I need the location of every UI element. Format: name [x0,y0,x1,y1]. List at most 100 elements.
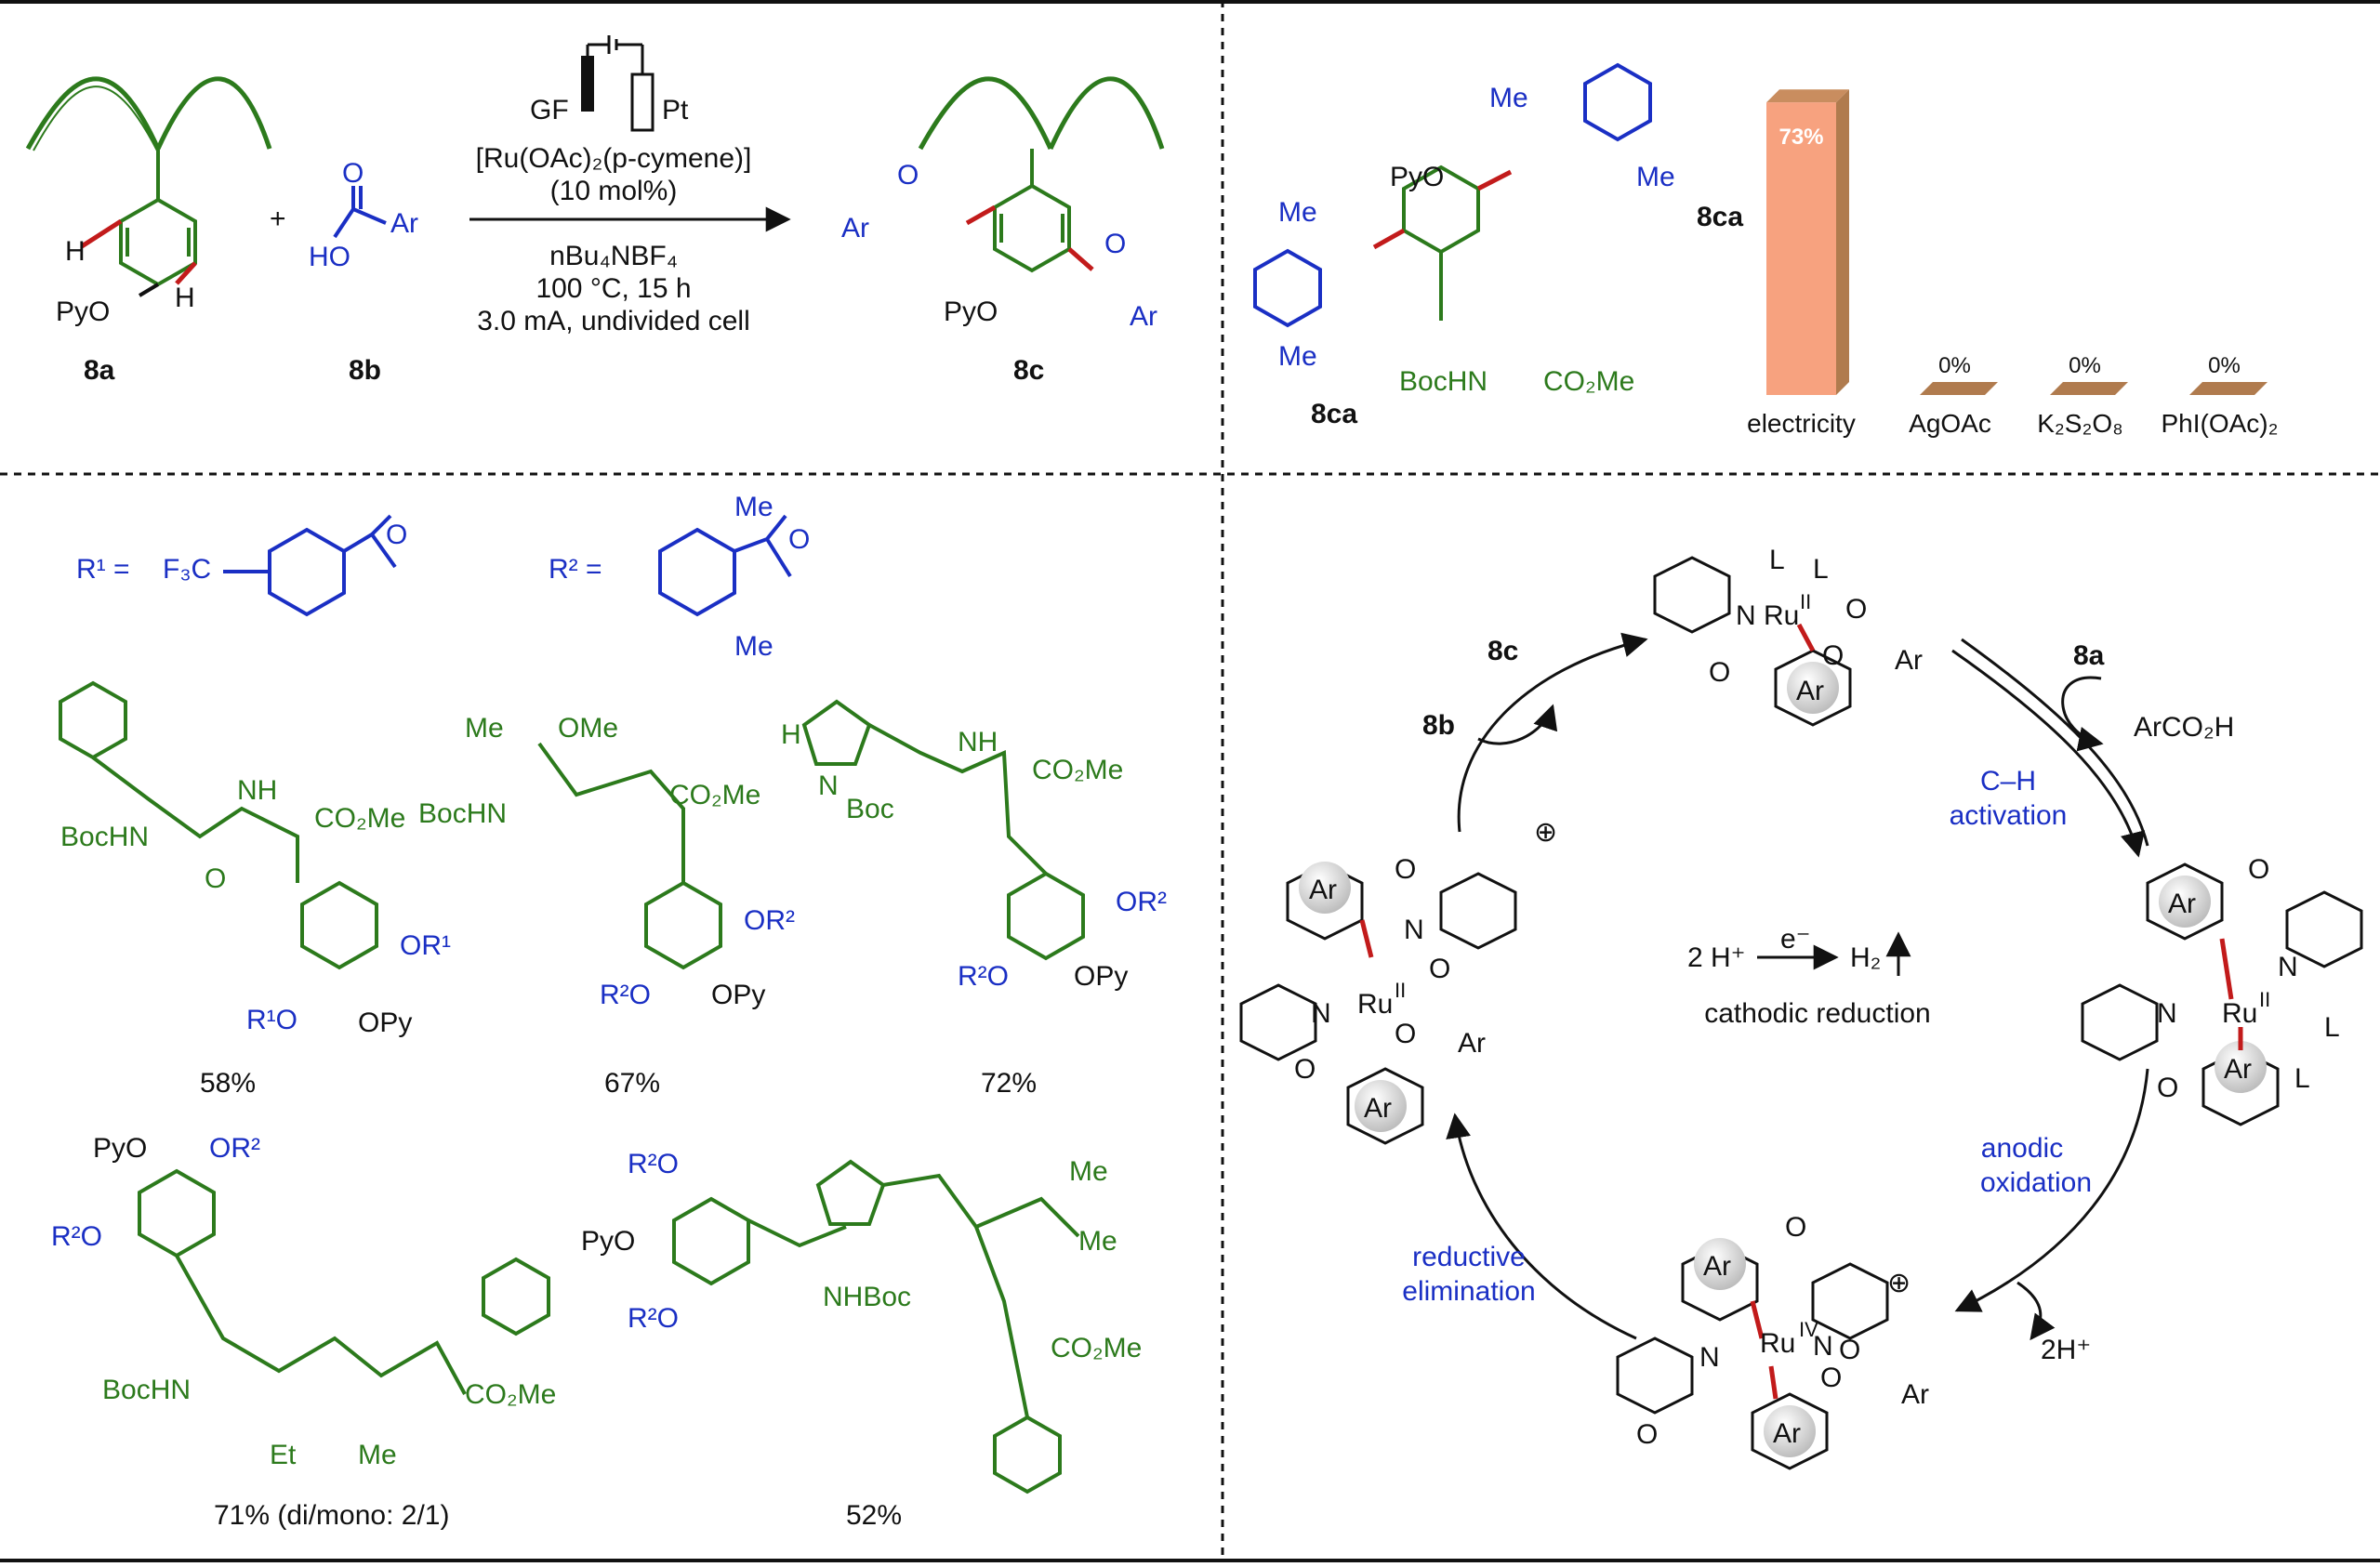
left-n2: N [1311,998,1331,1029]
yield-1: 58% [200,1068,256,1099]
left-ring-ar-1: Ar [1309,875,1337,905]
bottom-ox: IV [1799,1318,1818,1341]
right-ru: Ru [2222,998,2257,1029]
top-o3: O [1709,657,1730,688]
bar-value-label-0: 73% [1778,125,1823,150]
compound-8c: Ar O O Ar PyO 8c [841,76,1165,386]
label-me-4: Me [1278,341,1317,372]
label-reductive: reductive [1412,1242,1526,1272]
label-me-3: Me [1278,197,1317,228]
yield-3: 72% [981,1068,1037,1099]
right-ox: II [2259,988,2270,1011]
bar-1 [1920,382,1998,395]
label-me-2: Me [1636,162,1675,192]
label-pyo: PyO [56,296,110,327]
bottom-ar: Ar [1901,1379,1929,1410]
label-elimination: elimination [1402,1276,1535,1307]
top-ru: Ru [1764,600,1799,631]
c5-nhboc: NHBoc [823,1282,911,1312]
c5-r2o-bottom: R²O [628,1303,679,1334]
compound-8ca: Me Me Me Me PyO BocHN CO₂Me 8ca [1253,62,1675,429]
center-cathodic: cathodic reduction [1704,998,1931,1029]
c3-r2o: R²O [958,961,1009,992]
c2-me: Me [465,713,504,744]
bottom-o4: O [1636,1419,1658,1450]
bar-value-label-1: 0% [1938,353,1971,378]
label-ar-8c-left: Ar [841,213,869,244]
yield-2: 67% [604,1068,660,1099]
label-h-left: H [65,236,86,267]
electrode-gf: GF [530,95,569,125]
c4-me: Me [358,1440,397,1470]
right-o2: O [2157,1073,2178,1103]
label-o-8b: O [342,158,364,189]
bottom-ring-ar-1: Ar [1703,1251,1731,1282]
right-ring-ar-2: Ar [2224,1054,2252,1085]
bar-side-0 [1836,89,1849,395]
c4-pyo: PyO [93,1133,147,1164]
center-h2: H₂ [1850,942,1881,973]
label-me-1: Me [1489,83,1528,113]
r2-me-top: Me [734,492,774,522]
top-n: N [1736,600,1756,631]
r1-cf3: F₃C [163,554,211,585]
label-ar-8b: Ar [390,208,418,239]
left-o4: O [1294,1054,1316,1085]
bottom-n2: N [1699,1342,1720,1373]
temperature-time: 100 °C, 15 h [536,273,691,304]
left-o3: O [1395,1019,1416,1049]
label-ch: C–H [1980,766,2036,797]
left-o2: O [1429,954,1450,984]
chart-compound-label: 8ca [1697,202,1743,232]
label-bochn-8ca: BocHN [1399,366,1488,397]
scope-compound-4: PyO OR² R²O BocHN CO₂Me Et Me 71% (di/mo… [51,1133,556,1531]
compound-label-8ca: 8ca [1311,399,1357,429]
left-charge: ⊕ [1534,817,1557,848]
right-ring-ar-1: Ar [2168,889,2196,919]
r2-label: R² = [549,554,602,585]
c3-h: H [781,719,801,750]
c4-or2: OR² [209,1133,260,1164]
c2-r2o: R²O [600,980,651,1010]
c3-co2me: CO₂Me [1032,755,1123,785]
top-o1: O [1845,594,1867,625]
c4-r2o: R²O [51,1221,102,1252]
right-n1: N [2278,952,2298,982]
catalyst-loading: (10 mol%) [550,176,678,206]
label-anodic: anodic [1981,1133,2063,1164]
c3-nh: NH [958,727,998,757]
right-n2: N [2157,998,2177,1029]
bottom-o1: O [1785,1212,1806,1243]
top-o2: O [1822,640,1844,671]
left-ox: II [1395,979,1406,1002]
bar-top-0 [1766,89,1849,103]
label-oxidation: oxidation [1980,1167,2092,1198]
step-8a: 8a [2073,640,2105,671]
compound-label-8c: 8c [1013,355,1044,386]
r2-o: O [788,524,810,555]
right-l1: L [2324,1012,2340,1043]
electrolyte: nBu₄NBF₄ [549,241,678,271]
c4-et: Et [270,1440,297,1470]
c2-bochn: BocHN [418,798,507,829]
byproduct-arco2h: ArCO₂H [2134,712,2234,743]
bar-2 [2050,382,2128,395]
c3-n: N [818,770,839,801]
label-pyo-8ca: PyO [1390,162,1444,192]
compound-label-8b: 8b [349,355,381,386]
reaction-scheme: H H PyO 8a + O Ar HO 8b GF Pt [25,35,1165,386]
label-activation: activation [1950,800,2068,831]
c5-pyo: PyO [581,1226,635,1257]
c1-or1: OR¹ [400,930,451,961]
c2-or2: OR² [744,905,795,936]
complex-right: Ar O N N Ru II L L O Ar [2081,854,2363,1126]
top-l1: L [1769,545,1785,575]
c1-nh: NH [237,775,277,806]
label-co2me-8ca: CO₂Me [1543,366,1634,397]
left-ru: Ru [1357,989,1393,1020]
c3-opy: OPy [1074,961,1128,992]
yield-4: 71% (di/mono: 2/1) [214,1500,449,1531]
compound-8a: H H PyO 8a [25,76,272,386]
